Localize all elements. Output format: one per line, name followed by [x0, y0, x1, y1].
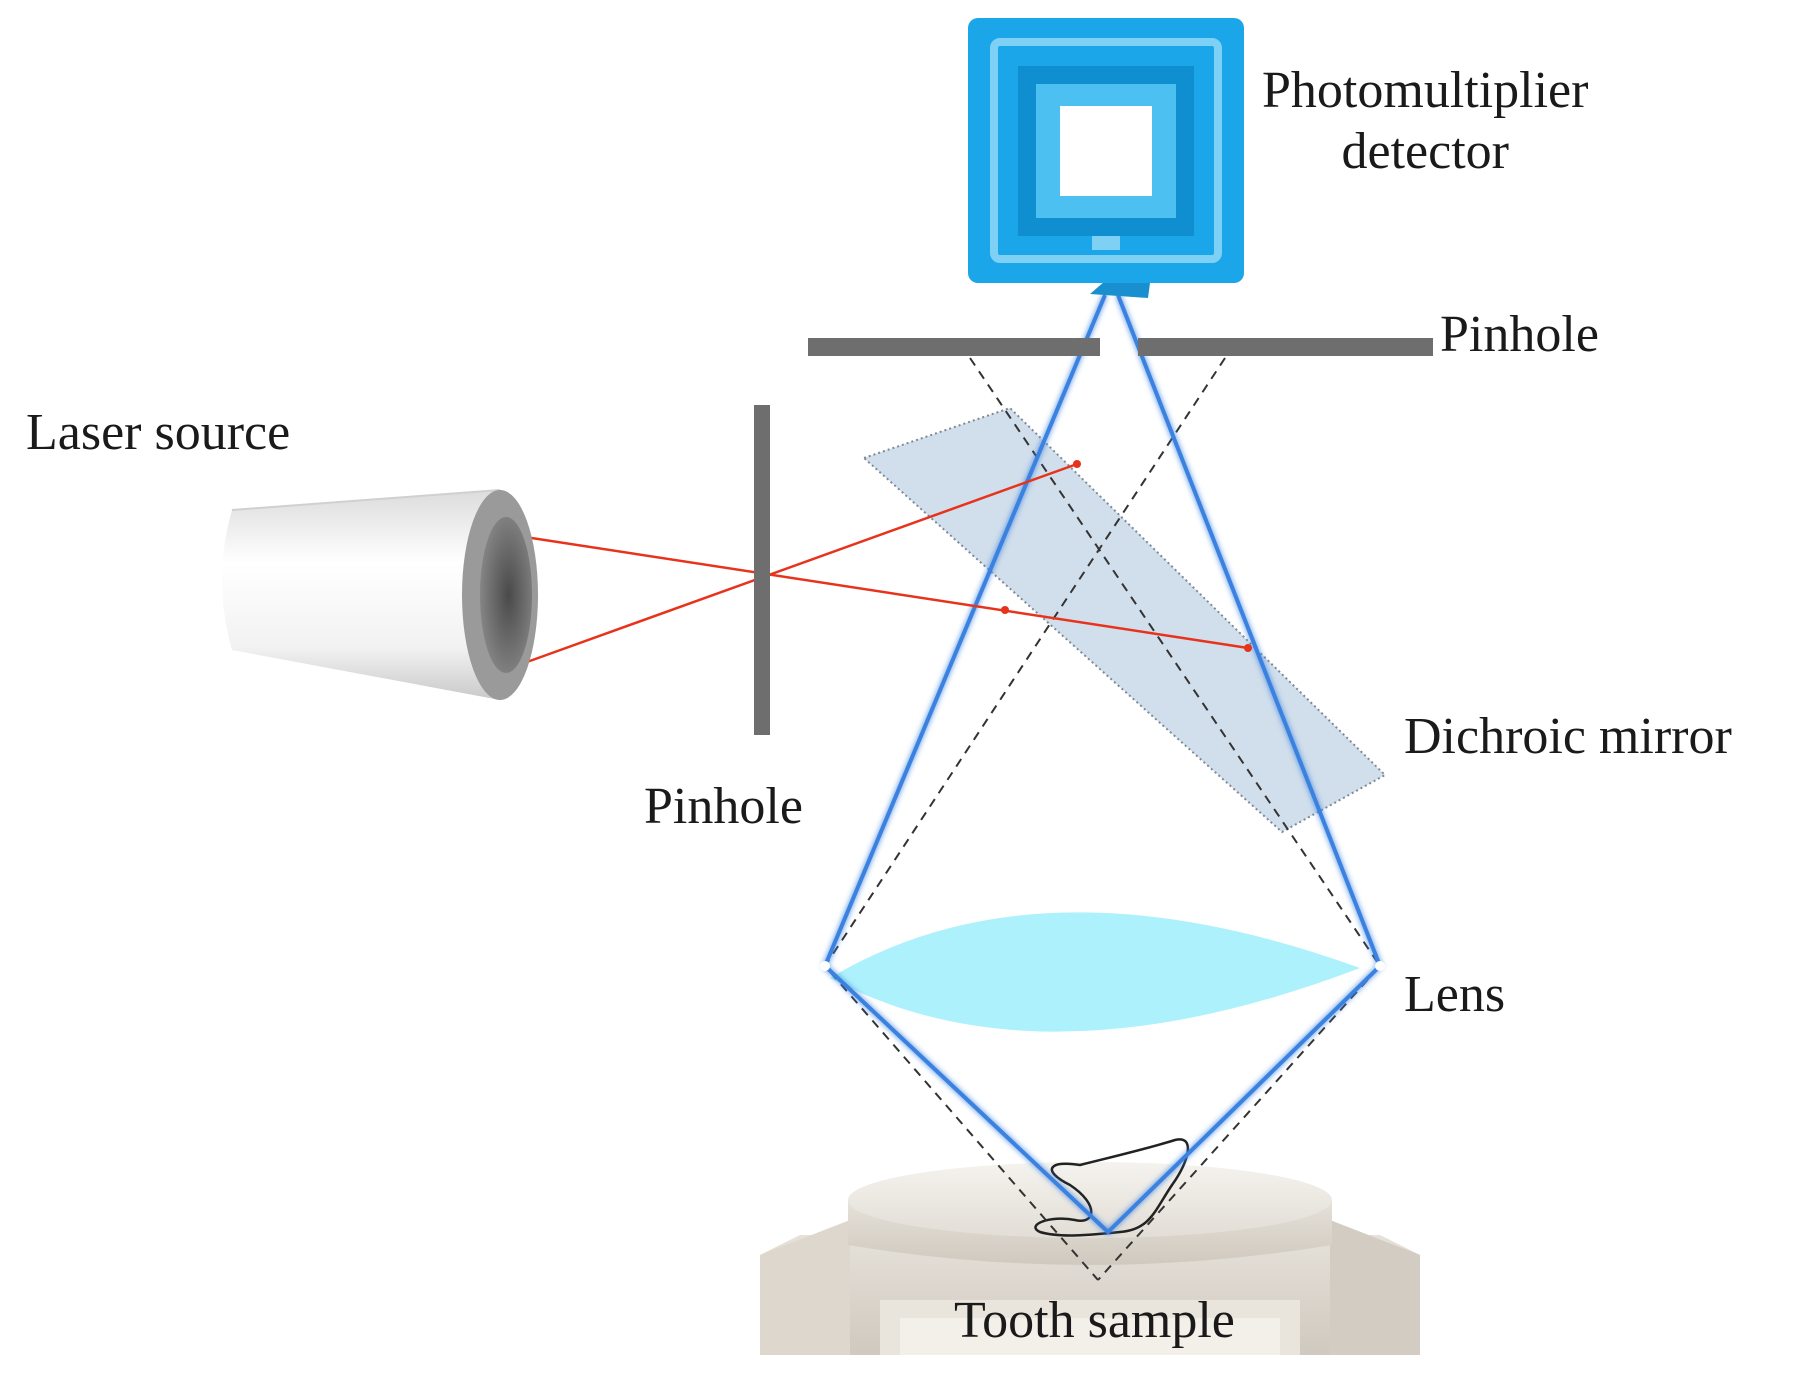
photomultiplier-detector — [968, 18, 1244, 298]
photomultiplier-detector-label: Photomultiplier detector — [1262, 60, 1588, 183]
pinhole-top — [808, 338, 1433, 356]
laser-source — [222, 489, 538, 700]
detector-label-line-1: Photomultiplier — [1262, 62, 1589, 119]
pinhole-left-label: Pinhole — [644, 778, 803, 835]
lens — [830, 912, 1360, 1032]
pinhole-top-label: Pinhole — [1440, 306, 1599, 363]
dichroic-mirror-label: Dichroic mirror — [1404, 708, 1732, 765]
dichroic-mirror — [862, 406, 1387, 834]
tooth-sample — [1034, 1138, 1190, 1237]
lens-label: Lens — [1404, 966, 1506, 1023]
detector-label-line-2: detector — [1341, 123, 1509, 181]
sample-stage — [760, 1162, 1420, 1355]
lens-edge-glints — [820, 961, 1385, 971]
tooth-sample-label: Tooth sample — [954, 1292, 1235, 1349]
pinhole-left — [754, 405, 770, 735]
laser-source-label: Laser source — [26, 404, 291, 461]
laser-beam — [511, 462, 1249, 664]
laser-reflection-points — [1001, 460, 1252, 652]
fluorescence-beam — [822, 294, 1383, 1235]
